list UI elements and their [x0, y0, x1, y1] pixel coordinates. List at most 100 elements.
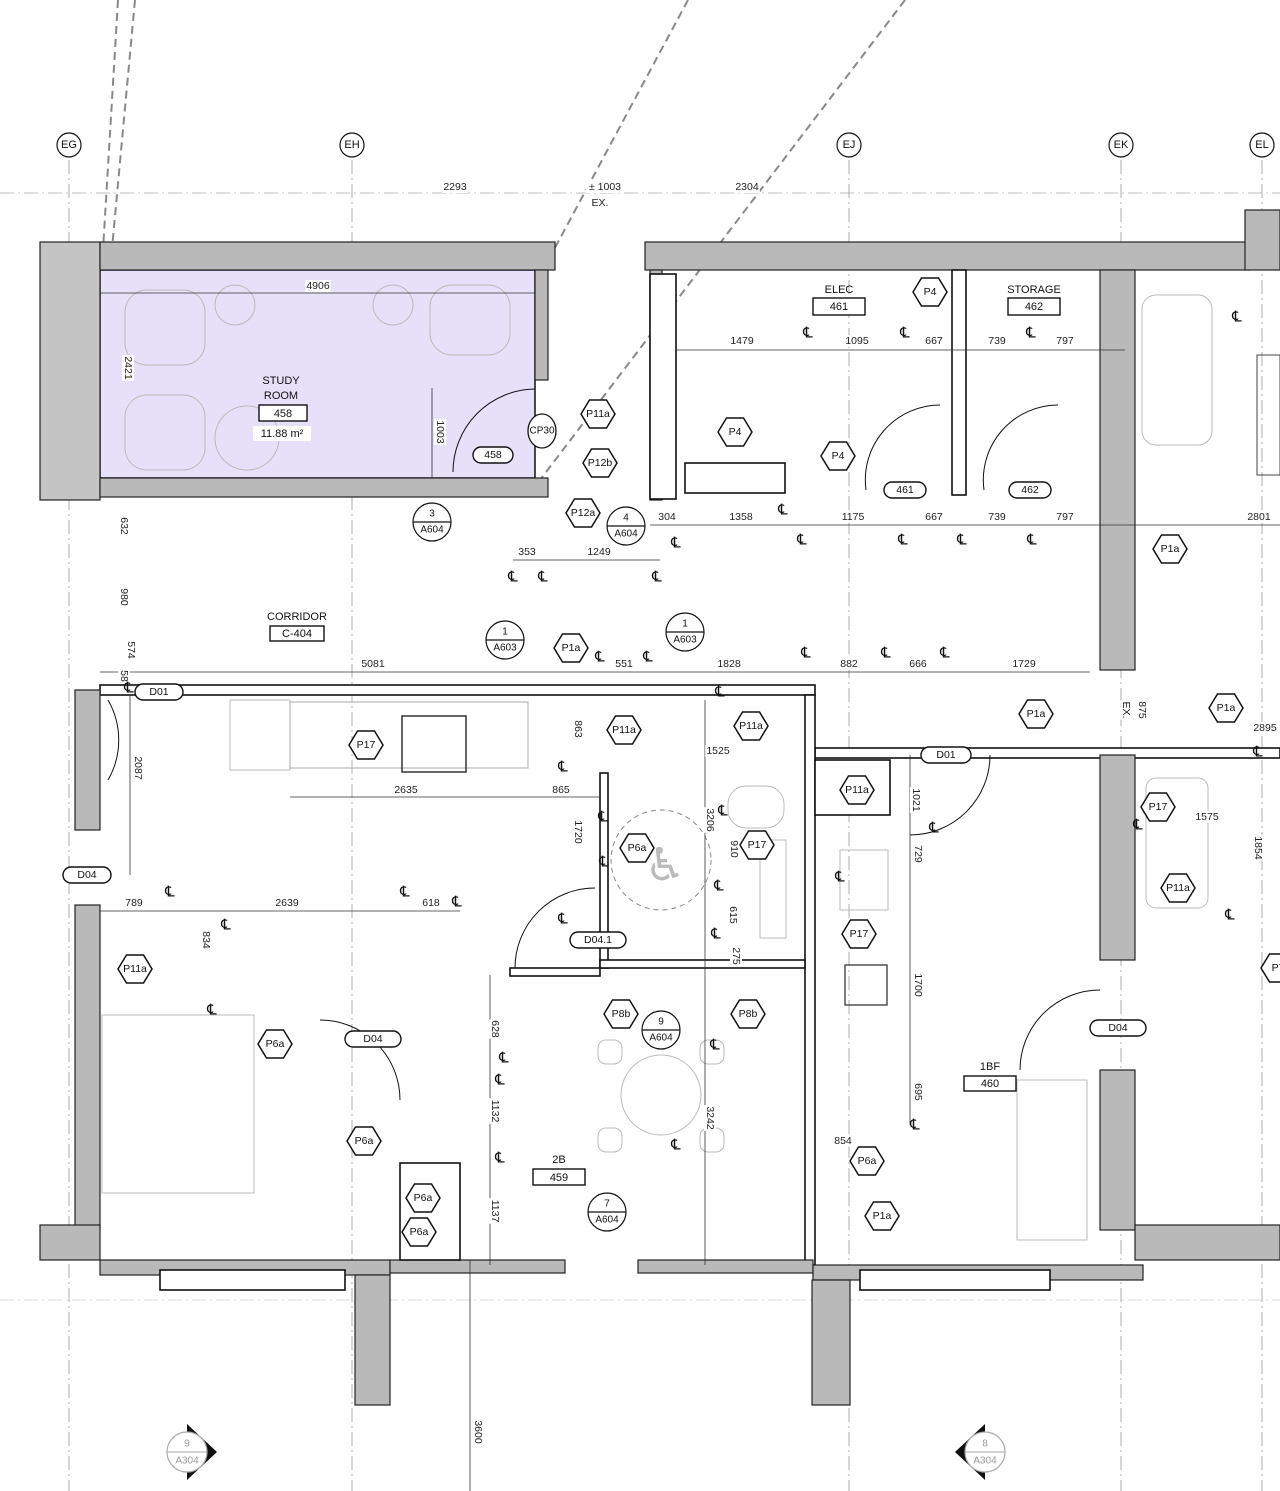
- dimension: 304: [657, 511, 677, 523]
- dimension: 2639: [274, 897, 300, 909]
- dimension-label: 1249: [587, 546, 611, 558]
- partition-tag: P8b: [730, 999, 766, 1029]
- section-number: 7: [604, 1199, 610, 1210]
- dimension-label: EX.: [592, 197, 609, 209]
- partition-tag: P1a: [1018, 699, 1054, 729]
- grid-label: EL: [1255, 139, 1268, 151]
- hexagon-icon: [912, 277, 948, 307]
- dimension: 667: [924, 511, 944, 523]
- dining-chair: [699, 1039, 725, 1065]
- centerline-icon: ℄: [710, 925, 721, 943]
- dimension: 1358: [728, 511, 754, 523]
- turning-circle: [610, 809, 712, 911]
- dimension-label: 618: [422, 897, 440, 909]
- section-sheet: A603: [493, 643, 517, 654]
- hexagon-icon: [348, 730, 384, 760]
- dimension: EX.: [1120, 700, 1132, 720]
- partition-tag-label: P1a: [1027, 708, 1046, 720]
- dimension-label: 695: [912, 1083, 924, 1101]
- hexagon-icon: [582, 448, 618, 478]
- hexagon-icon: [820, 441, 856, 471]
- dimension: 5081: [360, 658, 386, 670]
- dimension: 1854: [1252, 835, 1264, 861]
- partition-tag-label: P11a: [739, 720, 763, 732]
- dimension: 3206: [704, 807, 716, 833]
- door-tag-label: D01: [936, 749, 955, 761]
- centerline-icon: ℄: [451, 893, 462, 911]
- dimension: 2801: [1246, 511, 1272, 523]
- dimension: 666: [908, 658, 928, 670]
- partition-tag-label: P17: [748, 839, 767, 851]
- dimension-label: 574: [125, 641, 137, 659]
- dimension-label: 797: [1056, 511, 1074, 523]
- partition-tag-label: P12b: [588, 457, 613, 469]
- partition-tag: P11a: [117, 954, 153, 984]
- centerline-icon: ℄: [1026, 531, 1037, 549]
- dimension-label: 729: [912, 845, 924, 863]
- dimension-label: 1358: [729, 511, 753, 523]
- room-name: CORRIDOR: [267, 611, 327, 623]
- partition-tag: P11a: [839, 775, 875, 805]
- dimension: 834: [200, 930, 212, 950]
- grid-bubble-el: EL: [1249, 132, 1275, 158]
- dimension: 2421: [122, 355, 134, 381]
- dimension-label: 666: [909, 658, 927, 670]
- dimension: 2087: [132, 755, 144, 781]
- door-tag-label: D01: [149, 686, 168, 698]
- view-sheet: A304: [973, 1456, 997, 1467]
- door-tag: 462: [1008, 481, 1052, 499]
- section-sheet: A603: [673, 635, 697, 646]
- partition-tag-label: P8b: [612, 1008, 631, 1020]
- hexagon-icon: [739, 830, 775, 860]
- room-number: 461: [830, 301, 848, 313]
- dimension-label: EX.: [1120, 702, 1132, 719]
- hatched-panel: [1256, 354, 1280, 476]
- dimension: 58: [118, 669, 130, 683]
- partition-tag: P17: [739, 830, 775, 860]
- grid-bubbles: EG EH EJ EK EL: [56, 132, 1275, 158]
- hexagon-icon: [1208, 693, 1244, 723]
- section-sheet: A604: [420, 525, 444, 536]
- section-sheet: A604: [649, 1033, 673, 1044]
- partition-tag-label: P6a: [410, 1226, 429, 1238]
- dimension-label: 863: [572, 720, 584, 738]
- grid-label: EH: [344, 139, 359, 151]
- partition-tag: P6a: [619, 833, 655, 863]
- furniture: ♿: [101, 284, 1280, 1241]
- room-number: 459: [550, 1172, 568, 1184]
- hexagon-icon: [606, 715, 642, 745]
- water-heater: [844, 964, 888, 1006]
- dimension-label: 1132: [489, 1100, 501, 1123]
- centerline-icon: ℄: [594, 648, 605, 666]
- partition-tag-label: P12a: [571, 507, 596, 519]
- dimension-label: 2087: [132, 756, 144, 780]
- partition-tag: P17: [348, 730, 384, 760]
- hexagon-icon: [839, 775, 875, 805]
- dimension: 865: [551, 784, 571, 796]
- centerline-icon: ℄: [220, 916, 231, 934]
- centerline-icon: ℄: [899, 324, 910, 342]
- centerline-icon: ℄: [1025, 324, 1036, 342]
- dimension-label: 1854: [1252, 836, 1264, 860]
- lounge-chair: [124, 289, 206, 366]
- partition-tag: P4: [717, 417, 753, 447]
- dimension: EX.: [590, 197, 610, 209]
- dimension-label: 1729: [1012, 658, 1036, 670]
- vanity: [759, 839, 787, 939]
- dimension-label: ± 1003: [589, 181, 621, 193]
- lounge-chair: [429, 284, 511, 356]
- partition-tag-label: P11a: [1166, 882, 1190, 894]
- dimension-label: 797: [1056, 335, 1074, 347]
- centerline-icon: ℄: [670, 534, 681, 552]
- partition-tag-label: P1a: [873, 1210, 892, 1222]
- dimension: 1525: [705, 745, 731, 757]
- centerline-icon: ℄: [714, 683, 725, 701]
- dimension: 667: [924, 335, 944, 347]
- dining-table: [620, 1054, 702, 1136]
- centerline-icon: ℄: [1252, 743, 1263, 761]
- bed: [101, 1014, 255, 1194]
- partition-tag: P12b: [582, 448, 618, 478]
